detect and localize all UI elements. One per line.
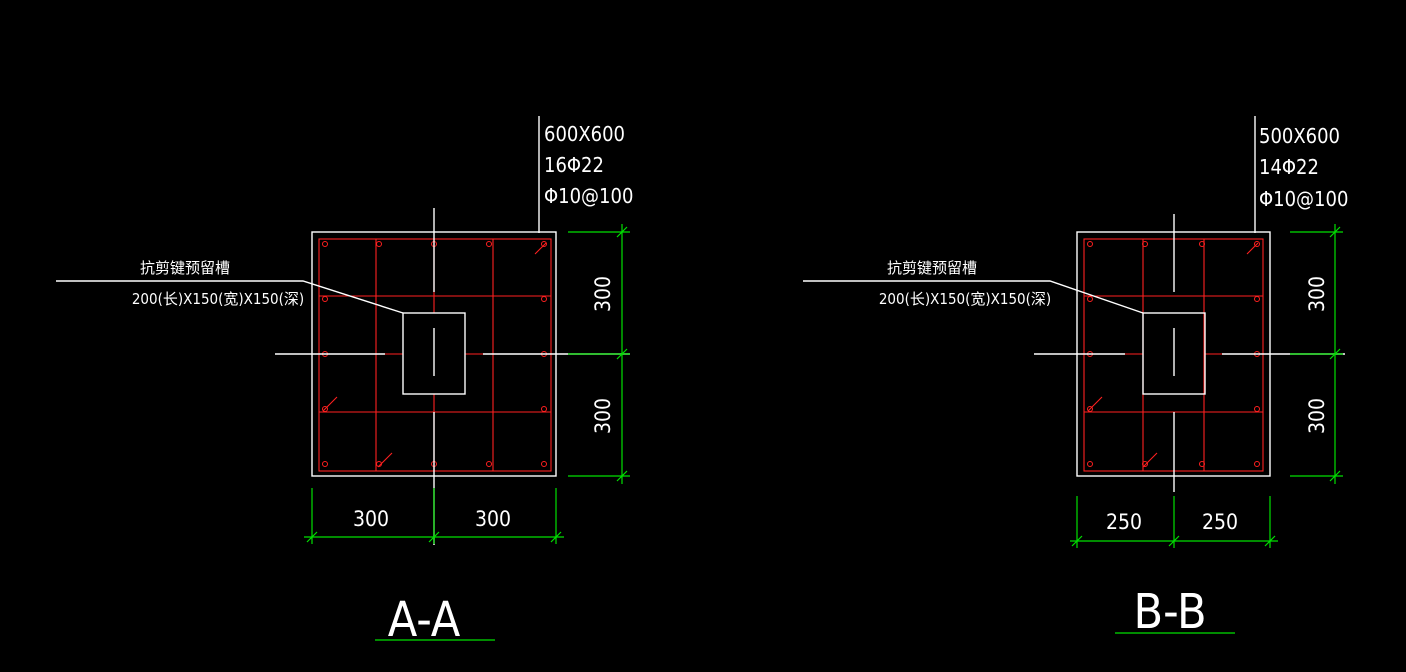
key-note-leader-b — [803, 280, 1144, 314]
key-note-label-a: 抗剪键预留槽 — [140, 259, 230, 277]
key-note-dims-b: 200(长)X150(宽)X150(深) — [879, 290, 1051, 308]
dimension-horizontal-b — [1070, 496, 1278, 548]
dimension-horizontal-a — [304, 488, 564, 544]
key-note-dims-a: 200(长)X150(宽)X150(深) — [132, 290, 304, 308]
key-note-label-b: 抗剪键预留槽 — [887, 259, 977, 277]
spec-main-rebar-a: 16Φ22 — [544, 153, 604, 177]
dim-h-left-a: 300 — [353, 507, 389, 531]
spec-main-rebar-b: 14Φ22 — [1259, 155, 1319, 179]
key-note-leader-a — [56, 280, 404, 314]
spec-size-a: 600X600 — [544, 122, 625, 146]
dim-v-bottom-b: 300 — [1305, 398, 1329, 434]
spec-size-b: 500X600 — [1259, 124, 1340, 148]
dimension-vertical-a — [568, 224, 630, 484]
dim-h-left-b: 250 — [1106, 510, 1142, 534]
dim-v-top-a: 300 — [591, 276, 615, 312]
rebar-cage-a — [318, 238, 552, 472]
spec-stirrup-a: Φ10@100 — [544, 184, 633, 208]
section-title-a: A-A — [388, 592, 461, 648]
shear-key-recess-b — [1142, 312, 1206, 395]
dim-v-bottom-a: 300 — [591, 398, 615, 434]
shear-key-recess-a — [402, 312, 466, 395]
section-b-b: 500X600 14Φ22 Φ10@100 — [803, 116, 1348, 640]
dim-h-right-b: 250 — [1202, 510, 1238, 534]
dim-h-right-a: 300 — [475, 507, 511, 531]
dim-v-top-b: 300 — [1305, 276, 1329, 312]
section-a-a: 600X600 16Φ22 Φ10@100 — [56, 116, 633, 648]
spec-stirrup-b: Φ10@100 — [1259, 187, 1348, 211]
dimension-vertical-b — [1290, 224, 1343, 484]
section-title-b: B-B — [1133, 584, 1206, 640]
rebar-bars-b — [1087, 241, 1260, 467]
